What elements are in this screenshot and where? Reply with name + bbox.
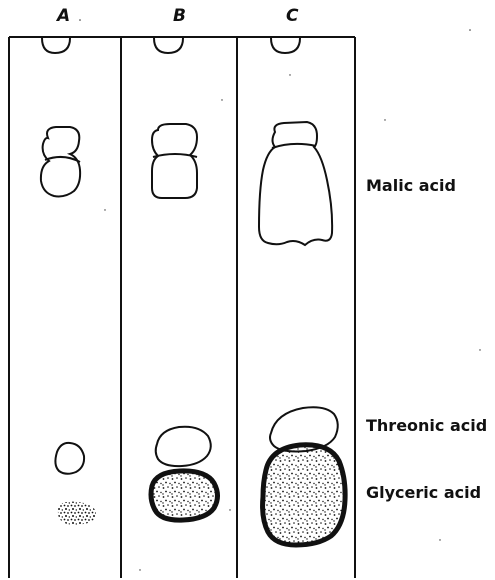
glyceric-spot-a (58, 502, 96, 525)
glyceric-spot-b (151, 471, 218, 520)
origin-spot-b (154, 38, 183, 53)
origin-spot-c (271, 38, 300, 53)
threonic-spot-b (156, 427, 211, 466)
lane-label-b: B (173, 8, 186, 25)
malic-acid-spots (41, 122, 332, 245)
origin-spots (42, 38, 300, 53)
glyceric-spot-c (263, 445, 346, 545)
lane-label-a: A (57, 8, 70, 25)
compound-label-glyceric-acid: Glyceric acid (366, 485, 481, 501)
origin-spot-a (42, 38, 70, 53)
lane-label-c: C (286, 8, 298, 25)
compound-label-malic-acid: Malic acid (366, 178, 456, 194)
malic-spot-c (259, 122, 332, 245)
compound-label-threonic-acid: Threonic acid (366, 418, 487, 434)
malic-spot-b (152, 124, 197, 198)
malic-spot-c-seam (272, 144, 316, 148)
malic-spot-a (41, 127, 80, 196)
threonic-spot-a (55, 443, 84, 474)
